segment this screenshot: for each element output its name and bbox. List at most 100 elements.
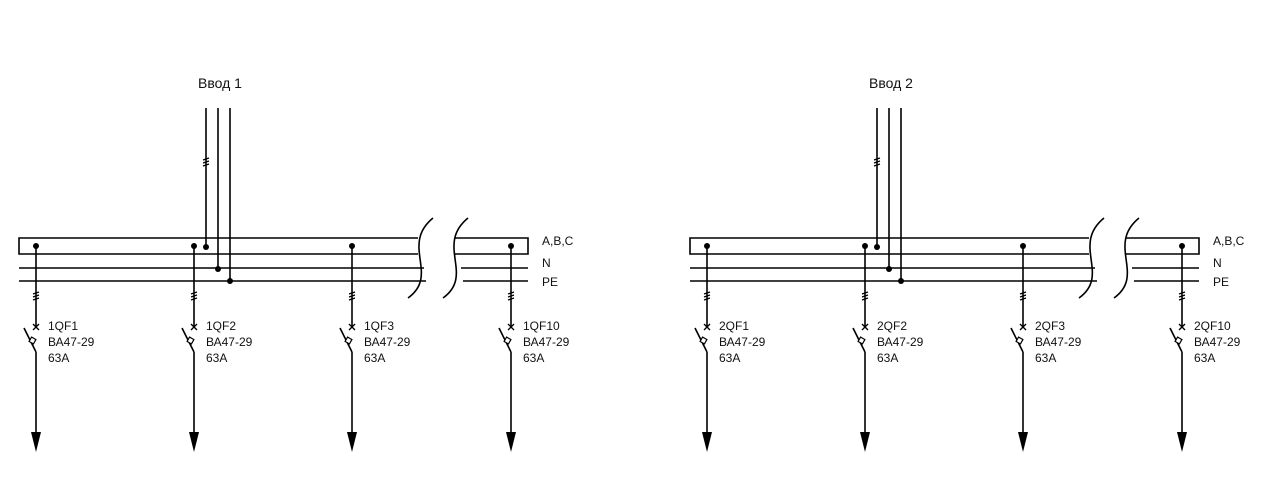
outgoing-arrow <box>347 432 357 452</box>
conductor-tick <box>1019 294 1027 298</box>
conductor-tick <box>873 160 881 164</box>
breaker-name: 1QF1 <box>48 319 78 333</box>
conductor-tick <box>202 157 210 161</box>
breaker-name: 1QF10 <box>523 319 560 333</box>
bus-label-neutral: N <box>1213 256 1222 270</box>
breaker-contact-mark <box>861 323 869 331</box>
outgoing-arrow <box>31 432 41 452</box>
breaker-name: 2QF1 <box>719 319 749 333</box>
bus-break-mark <box>1078 217 1105 299</box>
outgoing-arrow <box>860 432 870 452</box>
breaker-name: 2QF10 <box>1194 319 1231 333</box>
breaker-contact-mark <box>190 323 198 331</box>
conductor-tick <box>507 291 515 295</box>
breaker-rating: 63А <box>1035 351 1056 365</box>
input-label: Ввод 2 <box>869 75 913 91</box>
breaker-rating: 63А <box>877 351 898 365</box>
conductor-tick <box>190 291 198 295</box>
breaker-contact-mark <box>32 323 40 331</box>
breaker-name: 1QF2 <box>206 319 236 333</box>
breaker-type: ВА47-29 <box>523 335 570 349</box>
conductor-tick <box>873 163 881 167</box>
breaker-release <box>699 336 708 345</box>
conductor-tick <box>507 297 515 301</box>
phase-busbar <box>1126 237 1200 255</box>
breaker-contact-mark <box>1019 323 1027 331</box>
breaker-release <box>1174 336 1183 345</box>
breaker-type: ВА47-29 <box>877 335 924 349</box>
phase-busbar <box>455 237 529 255</box>
conductor-tick <box>1178 291 1186 295</box>
conductor-tick <box>190 294 198 298</box>
conductor-tick <box>190 297 198 301</box>
conductor-tick <box>703 291 711 295</box>
breaker-name: 2QF3 <box>1035 319 1065 333</box>
input-label: Ввод 1 <box>198 75 242 91</box>
outgoing-arrow <box>1177 432 1187 452</box>
bus-label-phases: A,B,C <box>542 234 574 248</box>
conductor-tick <box>1019 291 1027 295</box>
outgoing-arrow <box>1018 432 1028 452</box>
conductor-tick <box>507 294 515 298</box>
conductor-tick <box>1178 294 1186 298</box>
breaker-rating: 63А <box>719 351 740 365</box>
outgoing-arrow <box>702 432 712 452</box>
breaker-rating: 63А <box>364 351 385 365</box>
conductor-tick <box>1019 297 1027 301</box>
breaker-contact-mark <box>507 323 515 331</box>
outgoing-arrow <box>506 432 516 452</box>
breaker-type: ВА47-29 <box>364 335 411 349</box>
breaker-contact-mark <box>1178 323 1186 331</box>
connection-dot <box>874 244 880 250</box>
breaker-type: ВА47-29 <box>48 335 95 349</box>
breaker-type: ВА47-29 <box>1035 335 1082 349</box>
conductor-tick <box>32 291 40 295</box>
bus-label-pe: PE <box>542 275 558 289</box>
phase-busbar <box>689 237 1089 255</box>
conductor-tick <box>861 294 869 298</box>
conductor-tick <box>861 297 869 301</box>
bus-break-mark <box>442 217 469 299</box>
conductor-tick <box>202 163 210 167</box>
bus-label-neutral: N <box>542 256 551 270</box>
conductor-tick <box>32 297 40 301</box>
breaker-type: ВА47-29 <box>719 335 766 349</box>
conductor-tick <box>703 297 711 301</box>
breaker-name: 2QF2 <box>877 319 907 333</box>
bus-label-pe: PE <box>1213 275 1229 289</box>
conductor-tick <box>32 294 40 298</box>
connection-dot <box>886 266 892 272</box>
breaker-type: ВА47-29 <box>206 335 253 349</box>
breaker-release <box>28 336 37 345</box>
breaker-type: ВА47-29 <box>1194 335 1241 349</box>
conductor-tick <box>348 297 356 301</box>
breaker-rating: 63А <box>206 351 227 365</box>
breaker-release <box>857 336 866 345</box>
breaker-rating: 63А <box>1194 351 1215 365</box>
breaker-release <box>1015 336 1024 345</box>
breaker-name: 1QF3 <box>364 319 394 333</box>
conductor-tick <box>703 294 711 298</box>
conductor-tick <box>1178 297 1186 301</box>
conductor-tick <box>861 291 869 295</box>
bus-break-mark <box>1113 217 1140 299</box>
breaker-release <box>186 336 195 345</box>
conductor-tick <box>873 157 881 161</box>
input-2-panel: Ввод 2A,B,CNPE2QF1ВА47-2963А2QF2ВА47-296… <box>689 75 1245 452</box>
connection-dot <box>203 244 209 250</box>
bus-break-mark <box>407 217 434 299</box>
breaker-rating: 63А <box>48 351 69 365</box>
conductor-tick <box>202 160 210 164</box>
connection-dot <box>215 266 221 272</box>
conductor-tick <box>348 294 356 298</box>
